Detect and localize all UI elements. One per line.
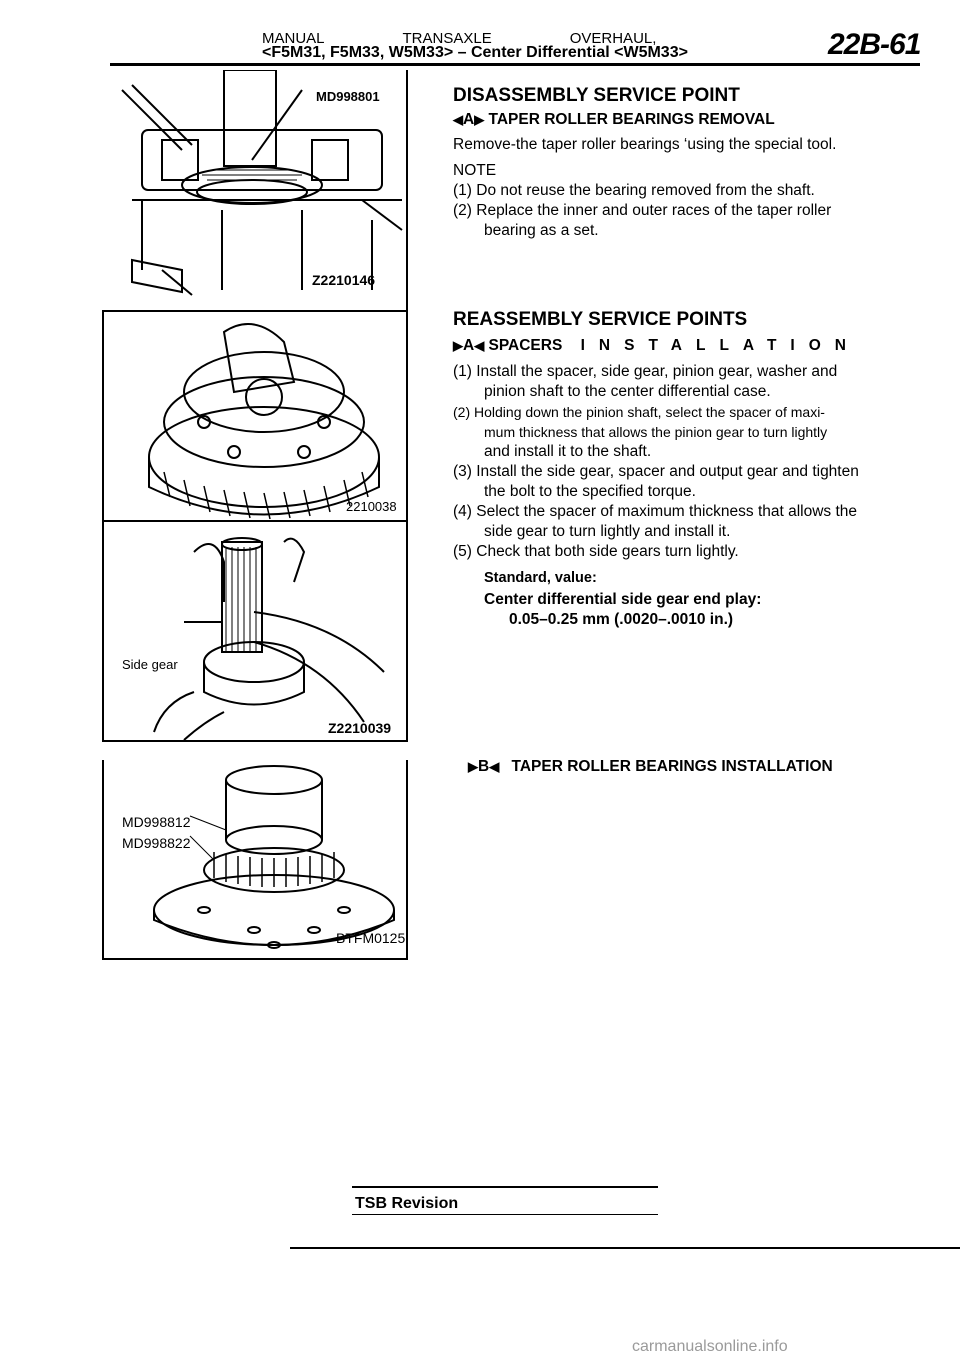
spec-title: Center differential side gear end play: (484, 591, 762, 608)
side-gear-illustration (153, 537, 385, 741)
figure-code: Z2210039 (328, 720, 392, 736)
bearing-puller-illustration (121, 69, 403, 296)
header-word-transaxle: TRANSAXLE (402, 30, 492, 47)
subheading-text: TAPER ROLLER BEARINGS INSTALLATION (511, 758, 833, 775)
header-word-overhaul: OVERHAUL, (569, 30, 657, 47)
page-bottom-rule (290, 1247, 960, 1249)
marker-b: B (478, 758, 490, 775)
left-arrow-icon: ◀ (474, 338, 485, 353)
note-item: (2) Replace the inner and outer races of… (453, 202, 832, 219)
figure-code: Z2210146 (312, 272, 376, 288)
step-item: pinion shaft to the center differential … (484, 383, 771, 400)
figure-side-gear-check: Side gear Z2210039 (102, 522, 408, 742)
disassembly-subheading: ◀A▶ TAPER ROLLER BEARINGS REMOVAL (453, 110, 923, 130)
header-rule (110, 63, 920, 66)
step-item: (4) Select the spacer of maximum thickne… (453, 503, 858, 520)
disassembly-section: DISASSEMBLY SERVICE POINT ◀A▶ TAPER ROLL… (453, 86, 923, 241)
step-item: side gear to turn lightly and install it… (484, 523, 731, 540)
disassembly-intro: Remove-the taper roller bearings ‘using … (453, 136, 837, 153)
marker-a: A (463, 111, 475, 128)
header-word-manual: MANUAL (262, 30, 325, 47)
figure-callout: MD998812 (122, 814, 191, 830)
figure-bearing-installation: MD998812 MD998822 BTFM0125 (102, 760, 408, 960)
figure-callout: Side gear (122, 657, 178, 672)
subheading-spaced-text: INSTALLATION (580, 337, 860, 354)
step-item: (3) Install the side gear, spacer and ou… (453, 463, 859, 480)
tsb-revision-label: TSB Revision (355, 1195, 459, 1212)
subheading-text: SPACERS (488, 337, 563, 354)
right-arrow-icon: ▶ (474, 112, 485, 127)
note-label: NOTE (453, 162, 497, 179)
note-item: bearing as a set. (484, 222, 599, 239)
page-number: 22B-61 (828, 28, 921, 61)
reassembly-section: REASSEMBLY SERVICE POINTS ▶A◀ SPACERS IN… (453, 310, 923, 630)
disassembly-heading: DISASSEMBLY SERVICE POINT (453, 85, 740, 106)
figure-column: MD998801 Z2210146 (102, 69, 408, 960)
figure-callout: MD998801 (316, 89, 380, 104)
standard-value-label: Standard, value: (484, 570, 597, 586)
step-item: (5) Check that both side gears turn ligh… (453, 543, 739, 560)
left-arrow-icon: ◀ (453, 112, 463, 127)
step-item: (2) Holding down the pinion shaft, selec… (453, 404, 825, 420)
note-item: (1) Do not reuse the bearing removed fro… (453, 182, 815, 199)
right-arrow-icon: ▶ (453, 338, 463, 353)
step-item: the bolt to the specified torque. (484, 483, 696, 500)
figure-callout: MD998822 (122, 835, 191, 851)
subheading-text: TAPER ROLLER BEARINGS REMOVAL (488, 111, 775, 128)
step-item: and install it to the shaft. (484, 443, 652, 460)
watermark-text: carmanualsonline.info (632, 1338, 788, 1355)
differential-gear-illustration (148, 323, 380, 520)
figure-code: BTFM0125 (336, 930, 406, 946)
figure-bearing-removal: MD998801 Z2210146 (102, 69, 408, 312)
bearing-install-subheading: ▶B◀ TAPER ROLLER BEARINGS INSTALLATION (468, 758, 833, 776)
figure-spacer-selection: 2210038 (102, 312, 408, 522)
left-arrow-icon: ◀ (489, 759, 500, 774)
footer-rule (352, 1186, 658, 1188)
step-item: mum thickness that allows the pinion gea… (484, 424, 828, 440)
spec-value: 0.05–0.25 mm (.0020–.0010 in.) (509, 611, 734, 628)
right-arrow-icon: ▶ (468, 759, 478, 774)
footer-rule (352, 1214, 658, 1215)
header-running-title: MANUAL TRANSAXLE OVERHAUL, (262, 30, 734, 47)
reassembly-heading: REASSEMBLY SERVICE POINTS (453, 309, 748, 330)
header-subtitle: <F5M31, F5M33, W5M33> – Center Different… (262, 44, 688, 61)
figure-code: 2210038 (346, 499, 397, 514)
step-item: (1) Install the spacer, side gear, pinio… (453, 363, 838, 380)
marker-a: A (463, 337, 475, 354)
spacers-subheading: ▶A◀ SPACERS INSTALLATION (453, 336, 923, 356)
bearing-installer-illustration (153, 765, 395, 949)
